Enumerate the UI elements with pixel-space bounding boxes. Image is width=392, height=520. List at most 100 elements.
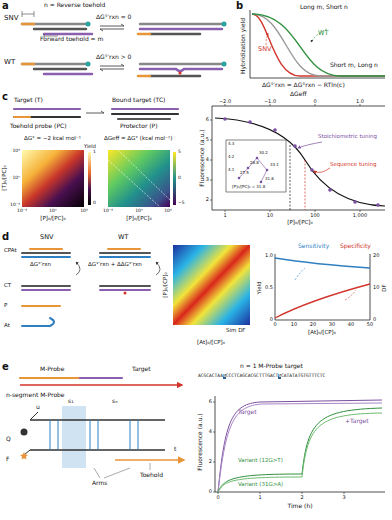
label-text: 10⁴: [164, 209, 172, 214]
label-text: Q: [6, 436, 11, 442]
sequence-row: ACGCACTAAGCCCTCAGCACGCTTTGACTGCATATATGTG…: [198, 374, 325, 379]
label-text: 10⁴: [80, 209, 88, 214]
label-text: 2: [206, 197, 209, 202]
label-text: 100: [310, 213, 320, 218]
label-text: 6: [209, 399, 212, 404]
label-text: Sequence tuning: [330, 162, 377, 168]
label-text: 4.3: [228, 142, 234, 146]
label-text: −5: [178, 201, 185, 206]
label-text: ΔG°′rxn ≈ 0: [96, 14, 131, 20]
label-text: 40: [348, 322, 354, 327]
label-text: Toehold probe (PC): [10, 123, 67, 129]
label-text: 10⁴: [12, 149, 20, 154]
label-text: 4.2: [228, 155, 234, 159]
label-text: Hybridization yield: [240, 18, 246, 74]
label-text: CT: [4, 283, 11, 289]
label-text: Stoichiometric tuning: [318, 134, 377, 140]
label-text: 3: [206, 177, 209, 182]
label-text: Variant (31G>A): [238, 482, 283, 488]
label-text: DF: [382, 284, 388, 291]
label-text: Sensitivity: [298, 243, 329, 249]
label-text: [P]₀/[PC]₀: [287, 220, 312, 226]
label-text: 10: [373, 285, 379, 290]
label-text: [P]₀/[PC]₀: [126, 216, 151, 222]
label-text: 10⁻⁴: [10, 203, 20, 208]
label-text: Variant (12G>T): [238, 458, 283, 464]
label-text: 0: [313, 99, 316, 104]
label-text: 10⁻⁴: [103, 209, 113, 214]
label-text: [P]₀/[PC]₀: [40, 216, 65, 222]
label-text: ΔGeff = ΔG° (kcal mol⁻¹): [104, 136, 172, 142]
sequence-text: CATATATGTGTTTCTC: [281, 374, 325, 379]
label-text: At: [4, 323, 10, 329]
label-text: 10: [291, 322, 297, 327]
panel-letter: d: [2, 232, 9, 242]
label-text: WT: [318, 30, 328, 37]
label-text: [P]₀/[CP]₀: [163, 272, 169, 297]
label-text: 4: [206, 157, 209, 162]
label-text: 33.1: [270, 163, 279, 167]
label-text: 0: [273, 322, 276, 327]
label-text: 10⁰: [49, 209, 57, 214]
label-text: ΔG°′rxn: [30, 262, 51, 268]
label-text: +Target: [345, 418, 369, 424]
label-text: 20: [310, 322, 316, 327]
label-text: Time (h): [287, 503, 312, 509]
label-text: 10⁻⁴: [17, 209, 27, 214]
label-text: Fluorescence (a.u.): [199, 129, 205, 186]
label-text: 4.1: [228, 168, 234, 172]
label-text: Yield: [84, 144, 96, 149]
label-text: [At]₀/[CP]₀: [197, 340, 225, 346]
label-text: sₙ: [112, 398, 118, 404]
label-text: Short m, Long n: [330, 62, 378, 68]
label-text: −1.0: [264, 99, 276, 104]
label-text: n = Reverse toehold: [44, 2, 105, 8]
label-text: 1: [258, 495, 261, 500]
label-text: t: [174, 446, 176, 452]
panel-letter: a: [2, 1, 9, 11]
label-text: ΔG°′rxn + ΔΔG°′rxn: [88, 262, 142, 268]
label-text: 20: [373, 253, 379, 258]
label-text: s₁: [68, 398, 74, 404]
label-text: SNV: [4, 15, 18, 22]
label-text: ΔG° = −2 kcal mol⁻¹: [24, 136, 81, 142]
label-text: u: [36, 404, 40, 410]
label-text: [At]₀/[CP]₀: [308, 330, 336, 336]
label-text: Toehold: [140, 472, 163, 478]
label-text: 0: [270, 317, 273, 322]
label-text: 6: [206, 117, 209, 122]
label-text: 31.8: [265, 177, 274, 181]
panel-letter: c: [2, 92, 8, 102]
label-text: 1: [93, 150, 96, 155]
label-text: Specificity: [340, 243, 371, 249]
label-text: 50: [367, 322, 373, 327]
label-text: 0: [93, 201, 96, 206]
label-text: 30: [329, 322, 335, 327]
label-text: 2: [300, 495, 303, 500]
label-text: P: [4, 303, 7, 309]
label-text: 30.2: [259, 151, 268, 155]
label-text: ΔGeff: [290, 91, 307, 97]
label-text: M-Probe: [40, 366, 64, 372]
label-text: Target: [132, 366, 151, 372]
label-text: WT: [4, 59, 15, 66]
label-text: Target (T): [14, 97, 43, 103]
label-text: 28.8: [250, 161, 259, 165]
label-text: 10: [267, 213, 273, 218]
label-text: 1: [223, 213, 226, 218]
panel-letter: e: [2, 362, 9, 372]
label-text: −2.0: [219, 99, 231, 104]
label-text: 0: [216, 495, 219, 500]
label-text: 10⁰: [12, 176, 20, 181]
label-text: Forward toehold = m: [40, 36, 103, 42]
label-text: Protector (P): [120, 123, 158, 129]
label-text: 0: [178, 176, 181, 181]
label-text: 2: [209, 459, 212, 464]
label-text: [P]₀/[PC]₀ = 31.8: [232, 185, 265, 189]
label-text: 0: [373, 317, 376, 322]
label-text: CPAt: [4, 248, 17, 254]
label-text: Bound target (TC): [112, 97, 165, 103]
label-text: 0.5: [265, 285, 273, 290]
label-text: 1.0: [265, 253, 273, 258]
